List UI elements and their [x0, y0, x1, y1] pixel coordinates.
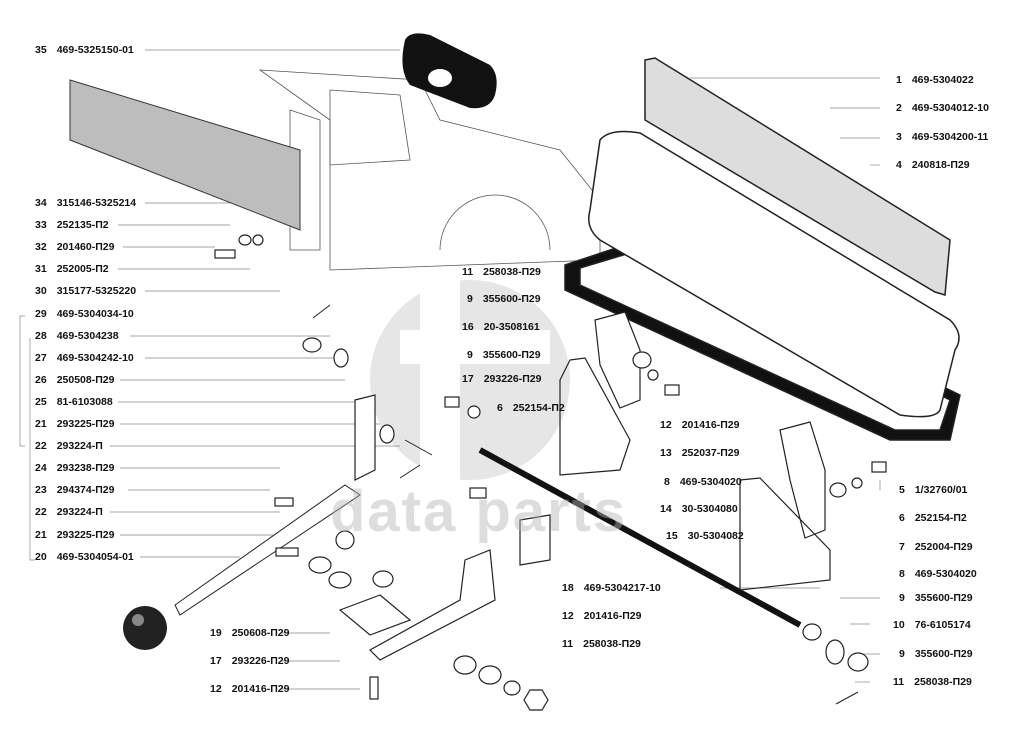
watermark-logo [370, 280, 570, 480]
control-shaft-18 [478, 447, 802, 628]
fasteners [214, 234, 887, 711]
leader-lines [19, 49, 881, 690]
control-lever-20 [123, 484, 361, 650]
brackets [354, 311, 831, 661]
watermark-text: data parts [330, 479, 628, 544]
cotter-pins [312, 304, 859, 705]
vehicle-outline [258, 69, 601, 271]
gasket-part-35 [402, 33, 497, 109]
heater-assembly [564, 57, 961, 441]
dashboard-panel [69, 79, 301, 231]
